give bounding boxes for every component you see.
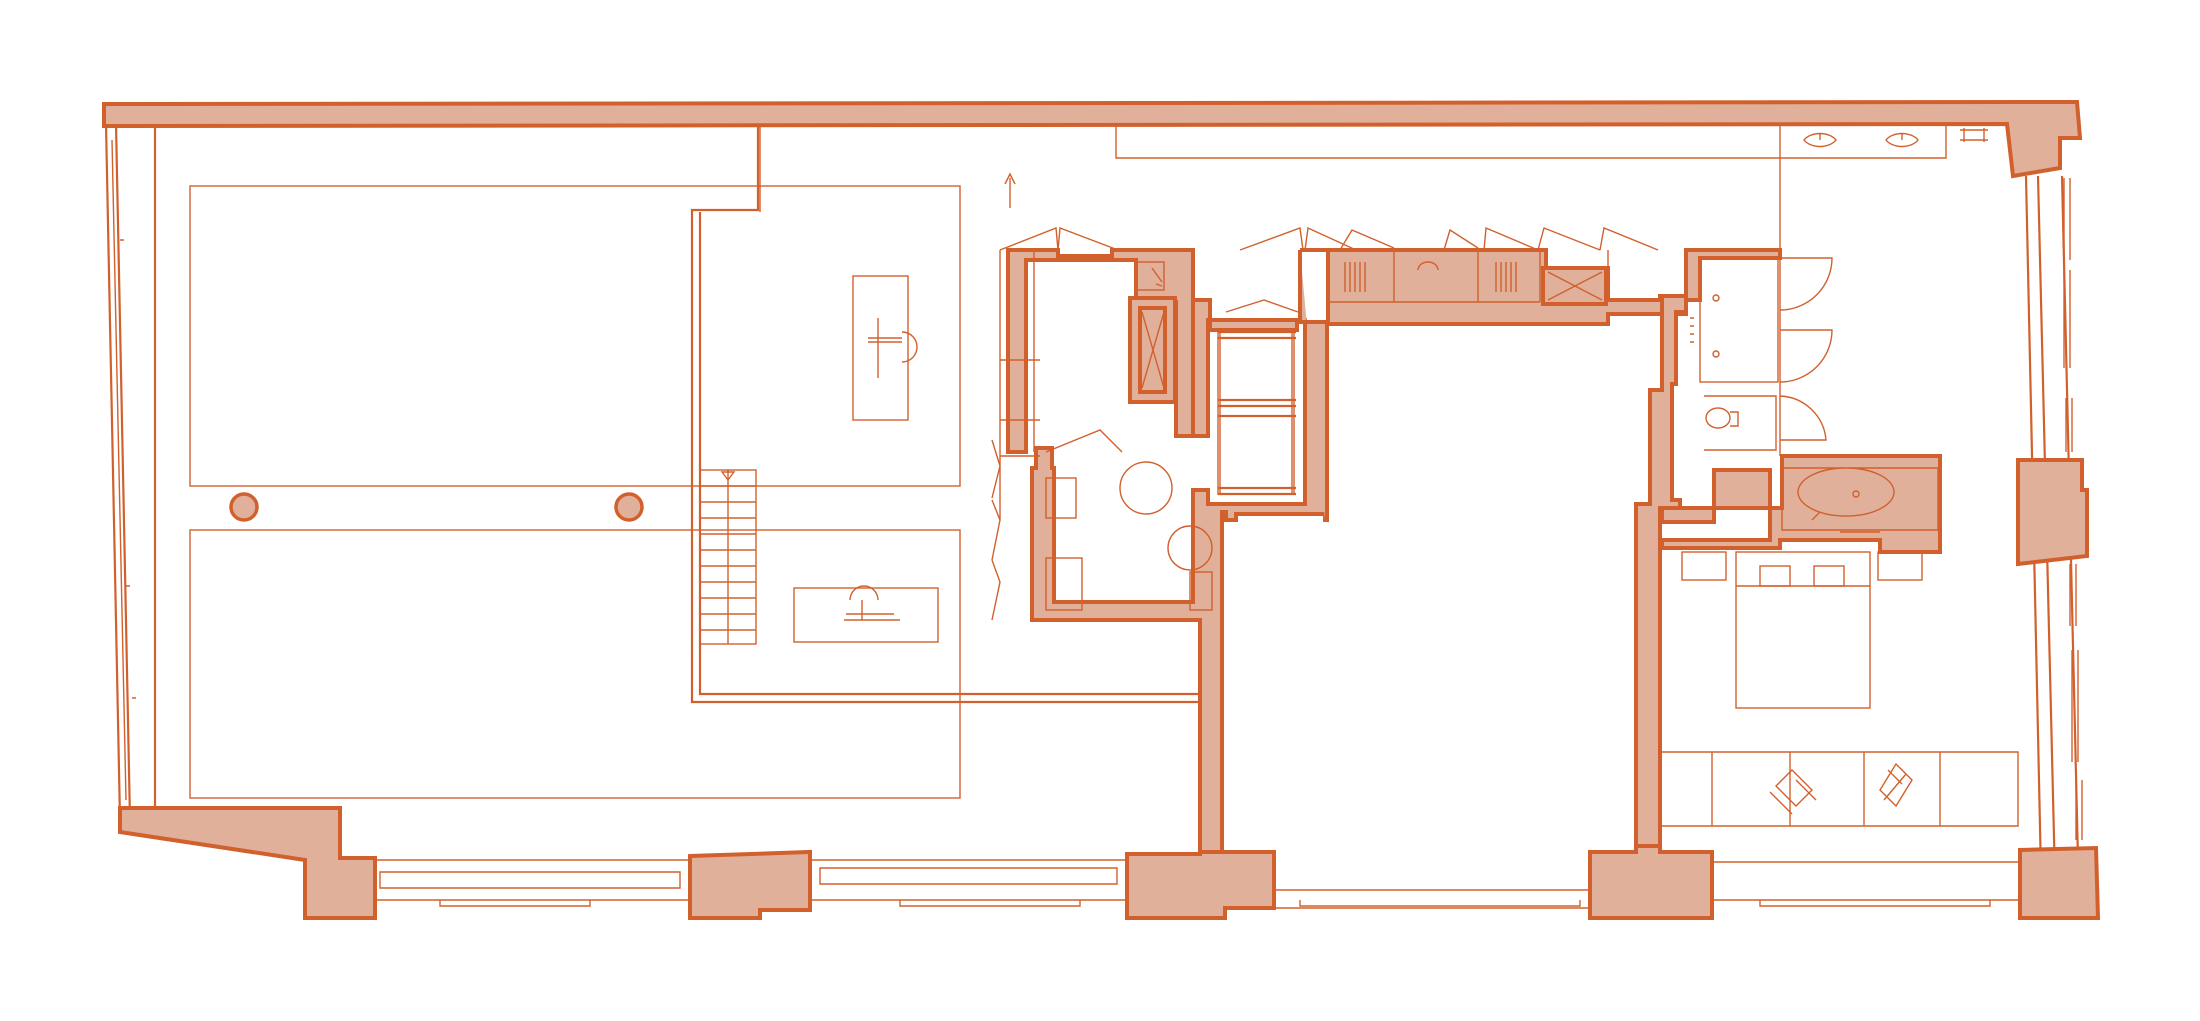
toilet [1705, 407, 1739, 429]
elevator-side-lines [1219, 299, 1299, 494]
bottom-window-frames [375, 859, 2020, 909]
sink-top-2 [1885, 132, 1919, 148]
armchair-2 [1879, 762, 1913, 808]
nightstand-left [1681, 551, 1727, 581]
right-core-wall [1634, 294, 1688, 854]
elevator-rails [1218, 330, 1296, 496]
bath-partition-wall [1660, 454, 1942, 554]
left-window-lines [111, 139, 136, 801]
top-wall [102, 99, 2083, 179]
left-wall-line [104, 123, 157, 821]
bathtub-tap [1811, 511, 1880, 533]
vanity-taps [1690, 317, 1694, 343]
kitchen-utility [991, 226, 1659, 621]
sink-2 [1712, 350, 1720, 358]
pillow-right [1813, 565, 1845, 587]
elevator-box-cross [1547, 271, 1603, 301]
stool-1 [1119, 461, 1173, 515]
elevator-stair-core [1141, 271, 1603, 496]
armchair-1 [1769, 769, 1817, 815]
counter-3 [1189, 571, 1213, 611]
shaft-cross [1141, 311, 1165, 389]
closet-hangers-2 [1495, 262, 1517, 292]
stair-up-arrow [720, 470, 736, 482]
top-shelf [1115, 126, 1988, 456]
bottom-wall-segment-4 [2018, 845, 2101, 920]
closet-dividers [1327, 250, 1609, 303]
staircase [699, 469, 757, 645]
counter-1 [1045, 477, 1077, 519]
kitchen-sink [1151, 267, 1163, 287]
right-pier [2016, 458, 2089, 567]
rug-upper [189, 185, 961, 487]
top-shelf-outline [1115, 126, 1947, 456]
bathroom [1690, 257, 1939, 533]
column-1 [229, 492, 259, 522]
nightstand-right [1877, 551, 1923, 581]
stool-2 [1167, 525, 1213, 571]
mezzanine-edge [690, 126, 1200, 704]
bathroom-doors [1704, 257, 1833, 451]
pillow-left [1759, 565, 1791, 587]
rug-lower [189, 529, 961, 799]
walk-in-closet [1327, 250, 1609, 303]
closet-box [1135, 261, 1165, 291]
bedroom [1660, 551, 2019, 827]
center-right-pier [1588, 844, 1714, 920]
elevator-cabin [1217, 329, 1295, 495]
desk-upper [852, 275, 909, 421]
vanity [1699, 257, 1779, 383]
bedroom-outline [1660, 751, 2019, 827]
exterior-walls [102, 99, 2101, 921]
bathtub-drain [1852, 490, 1860, 498]
column-2 [614, 492, 644, 522]
desk-lower [793, 587, 939, 643]
closet-hangers-1 [1344, 262, 1366, 292]
bottom-left-wall [118, 806, 377, 920]
sink-top-1 [1803, 132, 1837, 148]
desk-lamp-lower [844, 585, 900, 621]
closet-arc [1417, 261, 1439, 271]
interior-walls [1006, 248, 1942, 920]
bathtub [1781, 467, 1939, 531]
lower-doors [991, 429, 1123, 621]
right-window-frames [111, 139, 2083, 840]
wardrobe-dividers [1711, 752, 1941, 826]
closet-core-wall [1030, 298, 1329, 854]
counter-2 [1045, 557, 1083, 611]
desk-lamp-upper [868, 318, 918, 378]
entry-arrow [1004, 172, 1016, 208]
sink-1 [1712, 294, 1720, 302]
kitchen-partitions [999, 250, 1040, 520]
columns [229, 492, 644, 522]
double-bed [1735, 551, 1871, 709]
stair-treads [700, 470, 756, 644]
ladder-icon [1960, 128, 1988, 142]
open-living-area [189, 126, 1200, 799]
bottom-wall-segment-2 [1125, 850, 1276, 920]
upper-doors [999, 226, 1659, 251]
right-window-lines [2063, 178, 2083, 840]
bottom-wall-segment-1 [688, 849, 812, 920]
